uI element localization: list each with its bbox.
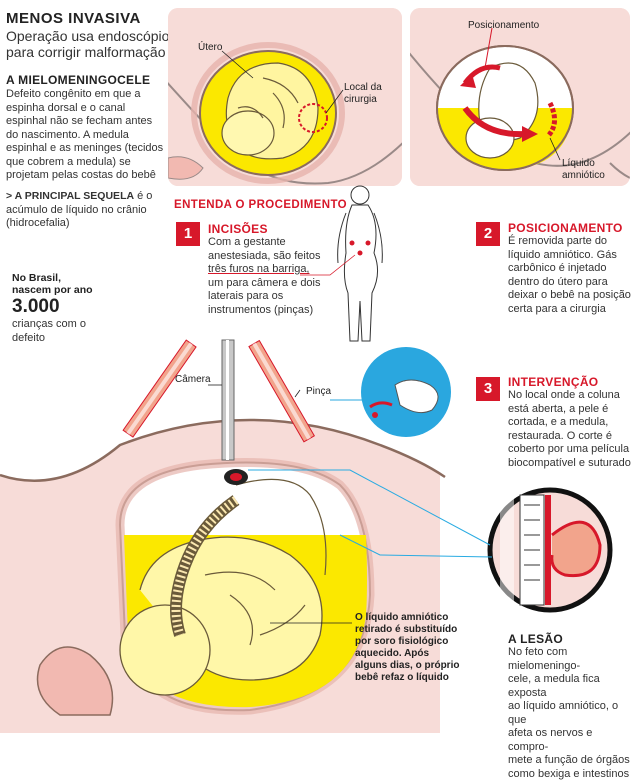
procedure-heading: ENTENDA O PROCEDIMENTO — [174, 199, 347, 211]
note-line: O líquido amniótico — [355, 612, 485, 624]
stat-line: No Brasil, — [12, 272, 112, 284]
step-1-text: Com a gestante anestesiada, são feitos t… — [208, 236, 328, 317]
lesion-heading: A LESÃO — [508, 632, 563, 646]
mielo-line: do nascimento. A medula — [6, 129, 166, 143]
sequela-note: > A PRINCIPAL SEQUELA é o acúmulo de líq… — [6, 190, 171, 231]
step-line: É removida parte do — [508, 235, 633, 249]
note-line: bebê refaz o líquido — [355, 672, 485, 684]
subtitle-line: para corrigir malformação — [6, 44, 166, 60]
label-camera: Câmera — [175, 374, 211, 386]
lesion-line: cele, a medula fica exposta — [508, 673, 635, 700]
note-line: aquecido. Após — [355, 648, 485, 660]
step-line: laterais para os — [208, 290, 328, 304]
subtitle-line: Operação usa endoscópio — [6, 28, 169, 44]
lesion-line: afeta os nervos e compro- — [508, 727, 635, 754]
label-amniotic-fluid: Líquido — [562, 158, 595, 170]
step-line: certa para a cirurgia — [508, 303, 633, 317]
mielo-line: espinhal e as meninges (tecidos — [6, 142, 166, 156]
lesion-line: como bexiga e intestinos — [508, 768, 635, 781]
step-2-badge: 2 — [476, 222, 500, 246]
mielo-line: espinhal não se fecham antes — [6, 115, 166, 129]
mielo-heading: A MIELOMENINGOCELE — [6, 73, 150, 87]
step-2-text: É removida parte do líquido amniótico. G… — [508, 235, 633, 316]
mielo-line: projetam pelas costas do bebê — [6, 169, 166, 183]
note-line: alguns dias, o próprio — [355, 660, 485, 672]
sequela-prefix: > A PRINCIPAL SEQUELA — [6, 190, 134, 202]
sequela-text: acúmulo de líquido no crânio — [6, 204, 171, 218]
step-line: um para câmera e dois — [208, 277, 328, 291]
panel-positioning: Posicionamento Líquido amniótico — [410, 8, 630, 186]
stat-number: 3.000 — [12, 296, 112, 318]
label-amniotic-fluid: amniótico — [562, 170, 605, 182]
step-line: carbônico é injetado — [508, 262, 633, 276]
sequela-text: é o — [134, 190, 152, 202]
sequela-text: (hidrocefalia) — [6, 217, 171, 231]
step-1-title: INCISÕES — [208, 222, 268, 236]
mielo-line: que cobrem a medula) se — [6, 156, 166, 170]
positioning-illustration — [410, 8, 630, 186]
lesion-text: No feto com mielomeningo- cele, a medula… — [508, 646, 635, 781]
label-positioning: Posicionamento — [468, 20, 539, 32]
panel-uterus: Útero Local da cirurgia — [168, 8, 402, 186]
page-title: MENOS INVASIVA — [6, 10, 141, 27]
step-2-title: POSICIONAMENTO — [508, 221, 623, 235]
label-surgery-site: Local da — [344, 82, 382, 94]
step-line: deixar o bebê na posição — [508, 289, 633, 303]
note-pointer — [270, 618, 355, 628]
note-line: retirado é substituído — [355, 624, 485, 636]
fluid-replacement-note: O líquido amniótico retirado é substituí… — [355, 612, 485, 684]
step-line: instrumentos (pinças) — [208, 304, 328, 318]
step-line: três furos na barriga, — [208, 263, 328, 277]
lesion-line: mete a função de órgãos — [508, 754, 635, 768]
mielo-line: espinha dorsal e o canal — [6, 102, 166, 116]
label-uterus: Útero — [198, 42, 222, 54]
step-line: anestesiada, são feitos — [208, 250, 328, 264]
lesion-line: ao líquido amniótico, o que — [508, 700, 635, 727]
mielo-description: Defeito congênito em que a espinha dorsa… — [6, 88, 166, 183]
stat-line: crianças com o — [12, 318, 112, 332]
step-1-badge: 1 — [176, 222, 200, 246]
mielo-line: Defeito congênito em que a — [6, 88, 166, 102]
step-line: Com a gestante — [208, 236, 328, 250]
stat-line: nascem por ano — [12, 284, 112, 296]
note-line: por soro fisiológico — [355, 636, 485, 648]
step-line: líquido amniótico. Gás — [508, 249, 633, 263]
label-forceps: Pinça — [306, 386, 331, 398]
label-surgery-site: cirurgia — [344, 94, 377, 106]
lesion-line: No feto com mielomeningo- — [508, 646, 635, 673]
step-line: dentro do útero para — [508, 276, 633, 290]
